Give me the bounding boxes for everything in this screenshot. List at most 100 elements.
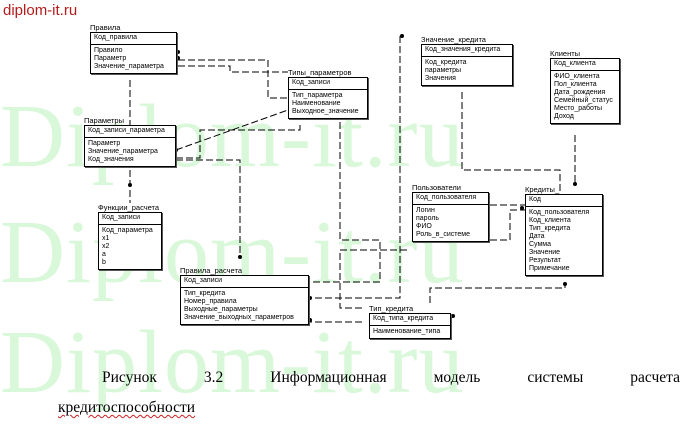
entity-box: Код_записи_параметра Параметр Значение_п…: [84, 125, 176, 167]
entity-attrs: Код_пользователя Код_клиента Тип_кредита…: [526, 207, 602, 275]
link-tip-kredita-kredity: [429, 283, 566, 303]
attr: ФИО_клиента: [554, 73, 600, 80]
entity-key: Код: [526, 195, 602, 207]
caption-word: Рисунок: [102, 369, 157, 386]
attr: Значение_выходных_параметров: [184, 314, 294, 321]
link-parametry-pravila-rascheta: [176, 159, 241, 255]
entity-key: Код_пользователя: [413, 193, 488, 205]
attr: Тип_кредита: [184, 290, 226, 297]
entity-key: Код_правила: [91, 33, 176, 45]
attr: Доход: [554, 113, 574, 120]
attr: Номер_правила: [184, 298, 237, 305]
link-end-dot: [308, 296, 312, 300]
link-end-dot: [176, 50, 180, 54]
entity-box: Код_записи Тип_кредита Номер_правила Вых…: [180, 275, 309, 325]
attr: Примечание: [529, 265, 570, 272]
attr: Код_значения: [88, 156, 134, 163]
link-pravila-tipy: [178, 59, 288, 99]
link-parametry-tipy-2: [176, 122, 301, 159]
entity-attrs: Параметр Значение_параметра Код_значения: [85, 138, 175, 166]
entity-attrs: Тип_параметра Наименование Выходное_знач…: [289, 90, 367, 118]
entity-key: Код_типа_кредита: [370, 314, 450, 326]
attr: Наименование: [292, 100, 341, 107]
entity-box: Код_записи Тип_параметра Наименование Вы…: [288, 77, 368, 119]
attr: x1: [102, 235, 110, 242]
attr: Тип_параметра: [292, 92, 343, 99]
attr: пароль: [416, 215, 440, 222]
link-polzovateli-kredity-2: [490, 209, 525, 241]
entity-key: Код_записи: [289, 78, 367, 90]
attr: Результат: [529, 257, 561, 264]
link-end-dot: [176, 56, 180, 60]
entity-key: Код_записи_параметра: [85, 126, 175, 138]
entity-title: Пользователи: [412, 183, 461, 192]
attr: Наименование_типа: [373, 328, 441, 335]
entity-title: Параметры: [84, 116, 124, 125]
entity-tipy-parametrov: Типы_параметров Код_записи Тип_параметра…: [288, 68, 368, 119]
caption-word: Информационная: [270, 369, 387, 386]
entity-key: Код_значения_кредита: [422, 45, 512, 57]
entity-attrs: Код_параметра x1 x2 a b: [99, 225, 161, 269]
entity-title: Тип_кредита: [369, 304, 414, 313]
entity-parametry: Параметры Код_записи_параметра Параметр …: [84, 116, 176, 167]
figure-caption-line-2: кредитоспособности: [58, 399, 196, 416]
attr: a: [102, 251, 106, 258]
link-znachenie-kredity: [461, 92, 561, 194]
entity-pravila: Правила Код_правила Правило Параметр Зна…: [90, 23, 177, 74]
entity-title: Кредиты_: [525, 185, 560, 194]
entity-title: Функции_расчета: [98, 203, 160, 212]
caption-word: расчета: [630, 369, 680, 386]
attr: Пол_клиента: [554, 81, 597, 88]
entity-box: Код_записи Код_параметра x1 x2 a b: [98, 212, 162, 270]
entity-pravila-rascheta: Правила_расчета Код_записи Тип_кредита Н…: [180, 266, 309, 325]
entity-box: Код_значения_кредита Код_кредита парамет…: [421, 44, 513, 86]
attr: Параметр: [94, 55, 127, 62]
entity-attrs: Логин пароль ФИО Роль_в_системе: [413, 205, 488, 241]
attr: Тип_кредита: [529, 225, 571, 232]
attr: Значение_параметра: [88, 148, 158, 155]
caption-word: системы: [527, 369, 584, 386]
link-end-dot: [308, 318, 312, 322]
attr: Код_пользователя: [529, 209, 590, 216]
caption-word: 3.2: [203, 369, 224, 386]
attr: Место_работы: [554, 105, 602, 112]
attr: Правило: [94, 47, 123, 54]
link-tipy-pravila-rascheta: [310, 122, 381, 283]
entity-key: Код_записи: [181, 276, 308, 288]
watermark-line-1: Diplom-it.ru: [0, 87, 465, 186]
caption-word: модель: [433, 369, 481, 386]
entity-attrs: Правило Параметр Значение_параметра: [91, 45, 176, 73]
attr: Код_параметра: [102, 227, 153, 234]
entity-attrs: Наименование_типа: [370, 326, 450, 338]
entity-funkcii-rascheta: Функции_расчета Код_записи Код_параметра…: [98, 203, 162, 270]
attr: Логин: [416, 207, 435, 214]
entity-kredity: Кредиты_ Код Код_пользователя Код_клиент…: [525, 185, 603, 276]
link-end-dot: [238, 255, 242, 259]
site-url: diplom-it.ru: [3, 2, 78, 19]
link-tip-kredita-2: [339, 249, 410, 309]
link-end-dot: [520, 206, 524, 210]
attr: ФИО: [416, 223, 432, 230]
attr: b: [102, 259, 106, 266]
entity-key: Код_записи: [99, 213, 161, 225]
entity-box: Код_пользователя Логин пароль ФИО Роль_в…: [412, 192, 489, 242]
entity-attrs: Тип_кредита Номер_правила Выходные_парам…: [181, 288, 308, 324]
attr: Параметр: [88, 140, 121, 147]
attr: Код_кредита: [425, 59, 467, 66]
figure-caption-line-1: Рисунок 3.2 Информационная модель систем…: [102, 368, 680, 388]
attr: параметры: [425, 67, 462, 74]
link-end-dot: [573, 182, 577, 186]
attr: Семейный_статус: [554, 97, 613, 104]
entity-box: Код_клиента ФИО_клиента Пол_клиента Дата…: [550, 58, 620, 124]
attr: x2: [102, 243, 110, 250]
entity-title: Правила: [90, 23, 121, 32]
link-end-dot: [451, 314, 455, 318]
link-pravila-tipy-2: [178, 65, 288, 73]
entity-tip-kredita: Тип_кредита Код_типа_кредита Наименовани…: [369, 304, 451, 339]
attr: Дата_рождения: [554, 89, 606, 96]
attr: Значение: [529, 249, 561, 256]
link-end-dot: [563, 282, 567, 286]
entity-box: Код_правила Правило Параметр Значение_па…: [90, 32, 177, 74]
entity-title: Клиенты: [550, 49, 581, 58]
attr: Выходное_значение: [292, 108, 359, 115]
